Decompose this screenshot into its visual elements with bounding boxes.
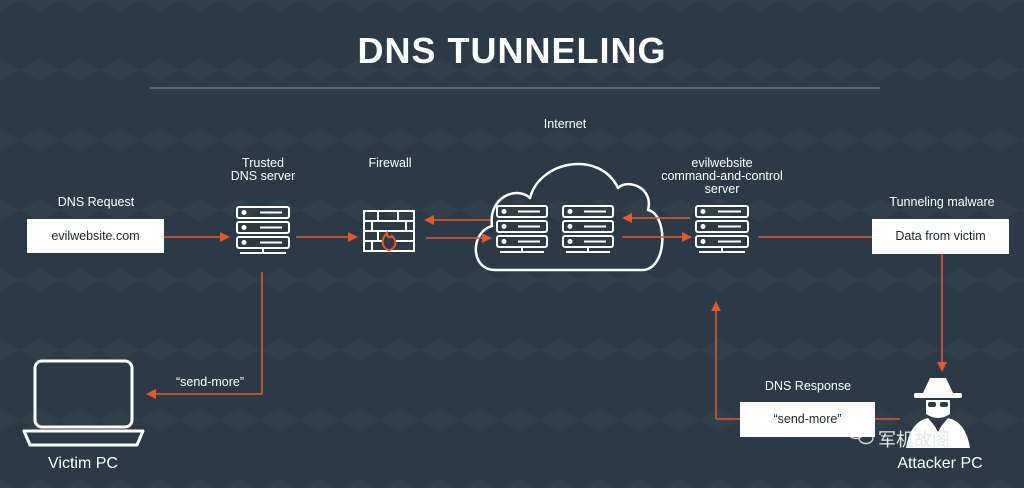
send-more-left-label: “send-more” [175,375,245,389]
request-box: evilwebsite.com [27,219,164,253]
firewall-label: Firewall [368,156,412,170]
trusted-dns-server-icon [236,206,290,254]
tunneling-malware-label: Tunneling malware [889,195,995,209]
internet-server-icon-1 [496,205,548,253]
response-box: “send-more” [740,402,875,437]
flow-arrows [146,213,947,420]
dns-request-label: DNS Request [57,195,135,209]
cloud-icon [474,162,664,272]
victim-data-box: Data from victim [872,219,1009,254]
hacker-icon [906,378,970,448]
internet-server-icon-2 [562,205,614,253]
attacker-pc-label: Attacker PC [897,455,983,472]
watermark-text: 军机故阁 [878,430,950,451]
internet-label: Internet [543,117,587,131]
c2-server-label: evilwebsite command-and-control server [661,156,783,196]
victim-pc-label: Victim PC [48,455,118,472]
laptop-icon [22,359,145,447]
dns-response-label: DNS Response [764,379,852,393]
trusted-dns-server-label: Trusted DNS server [230,156,296,183]
firewall-icon [363,210,415,252]
diagram-title: DNS TUNNELING [357,30,667,71]
c2-server-icon [695,205,749,253]
